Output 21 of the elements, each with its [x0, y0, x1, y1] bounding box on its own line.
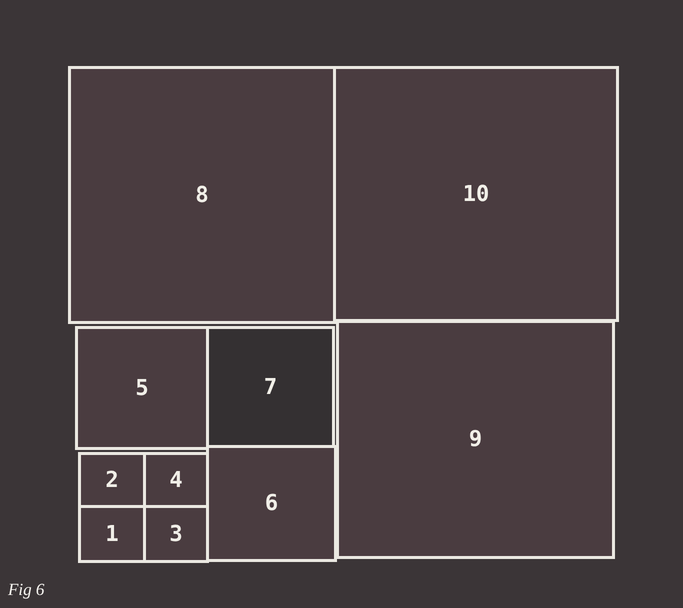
grid-cell: [143, 452, 209, 508]
grid-cell: [75, 326, 209, 450]
figure-caption: Fig 6: [8, 580, 44, 600]
cell-number: 3: [169, 522, 183, 546]
cell-number: 10: [462, 182, 490, 206]
cell-number: 1: [105, 522, 119, 546]
grid-cell: [206, 326, 335, 448]
cell-number: 9: [468, 427, 482, 452]
grid-cell: [206, 445, 337, 562]
cell-number: 4: [169, 468, 183, 492]
grid-cell: [333, 66, 619, 322]
cell-number: 8: [195, 182, 209, 208]
grid-cell: [336, 320, 615, 559]
grid-cell: [78, 505, 146, 563]
grid-cell: [78, 452, 146, 508]
grid-cell: [143, 505, 209, 563]
cell-number: 2: [105, 468, 119, 492]
cell-number: 6: [264, 491, 278, 516]
cell-number: 7: [264, 374, 278, 400]
grid-cell: [68, 66, 336, 324]
cell-number: 5: [135, 376, 149, 400]
